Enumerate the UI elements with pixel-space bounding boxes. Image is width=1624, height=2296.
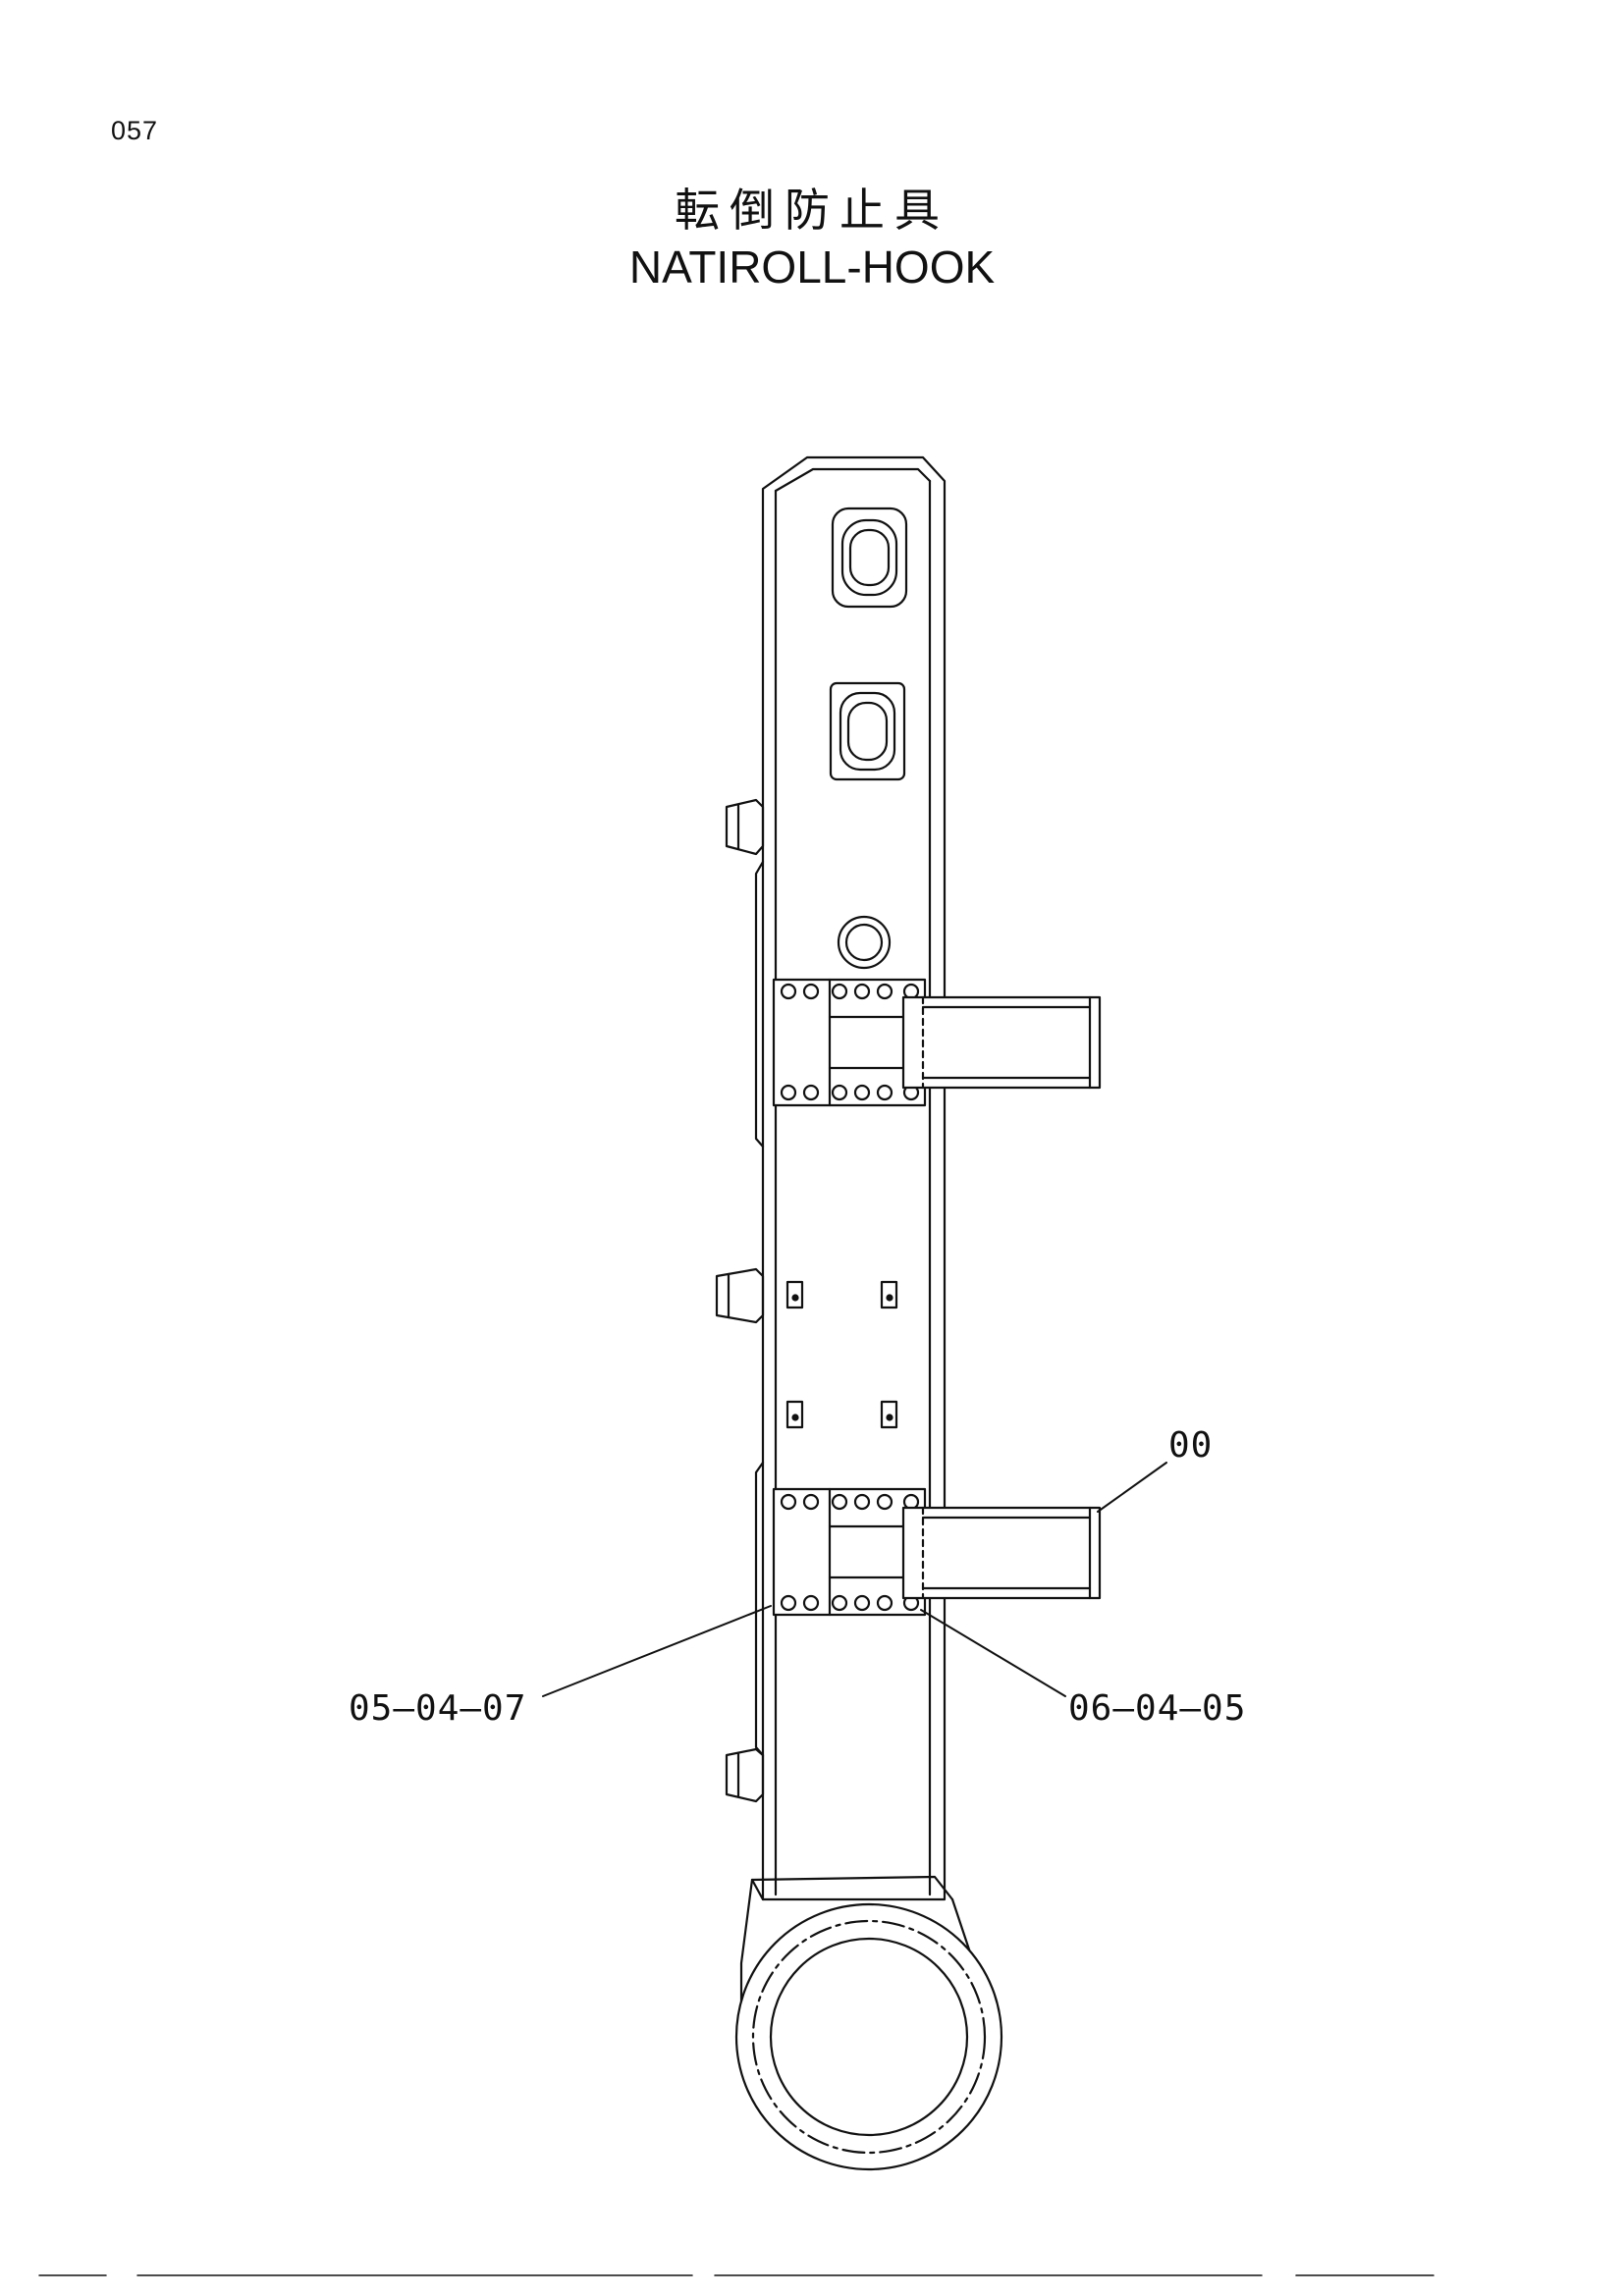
hook-bracket-lower <box>772 1487 1102 1617</box>
mounting-mark <box>880 1400 898 1429</box>
slot-opening-top <box>831 507 908 609</box>
slot-opening-second <box>829 681 906 781</box>
callout-bolt-left: 05—04—07 <box>349 1688 526 1729</box>
title-english: NATIROLL-HOOK <box>628 241 996 293</box>
mounting-mark <box>785 1400 804 1429</box>
mounting-mark <box>785 1280 804 1309</box>
mounting-mark <box>880 1280 898 1309</box>
guide-lug <box>715 1267 765 1324</box>
leader-lines <box>542 1462 1167 1697</box>
frame-round-end <box>734 1875 1003 2171</box>
guide-lug <box>725 798 765 856</box>
frame-body <box>754 455 947 1901</box>
callout-bolt-right: 06—04—05 <box>1068 1688 1246 1729</box>
hook-bracket-upper <box>772 978 1102 1107</box>
title-japanese: 転倒防止具 <box>675 184 949 237</box>
round-port <box>837 915 892 970</box>
callout-assembly: 00 <box>1168 1425 1213 1466</box>
guide-lug <box>725 1747 765 1803</box>
page-number: 057 <box>111 116 159 145</box>
